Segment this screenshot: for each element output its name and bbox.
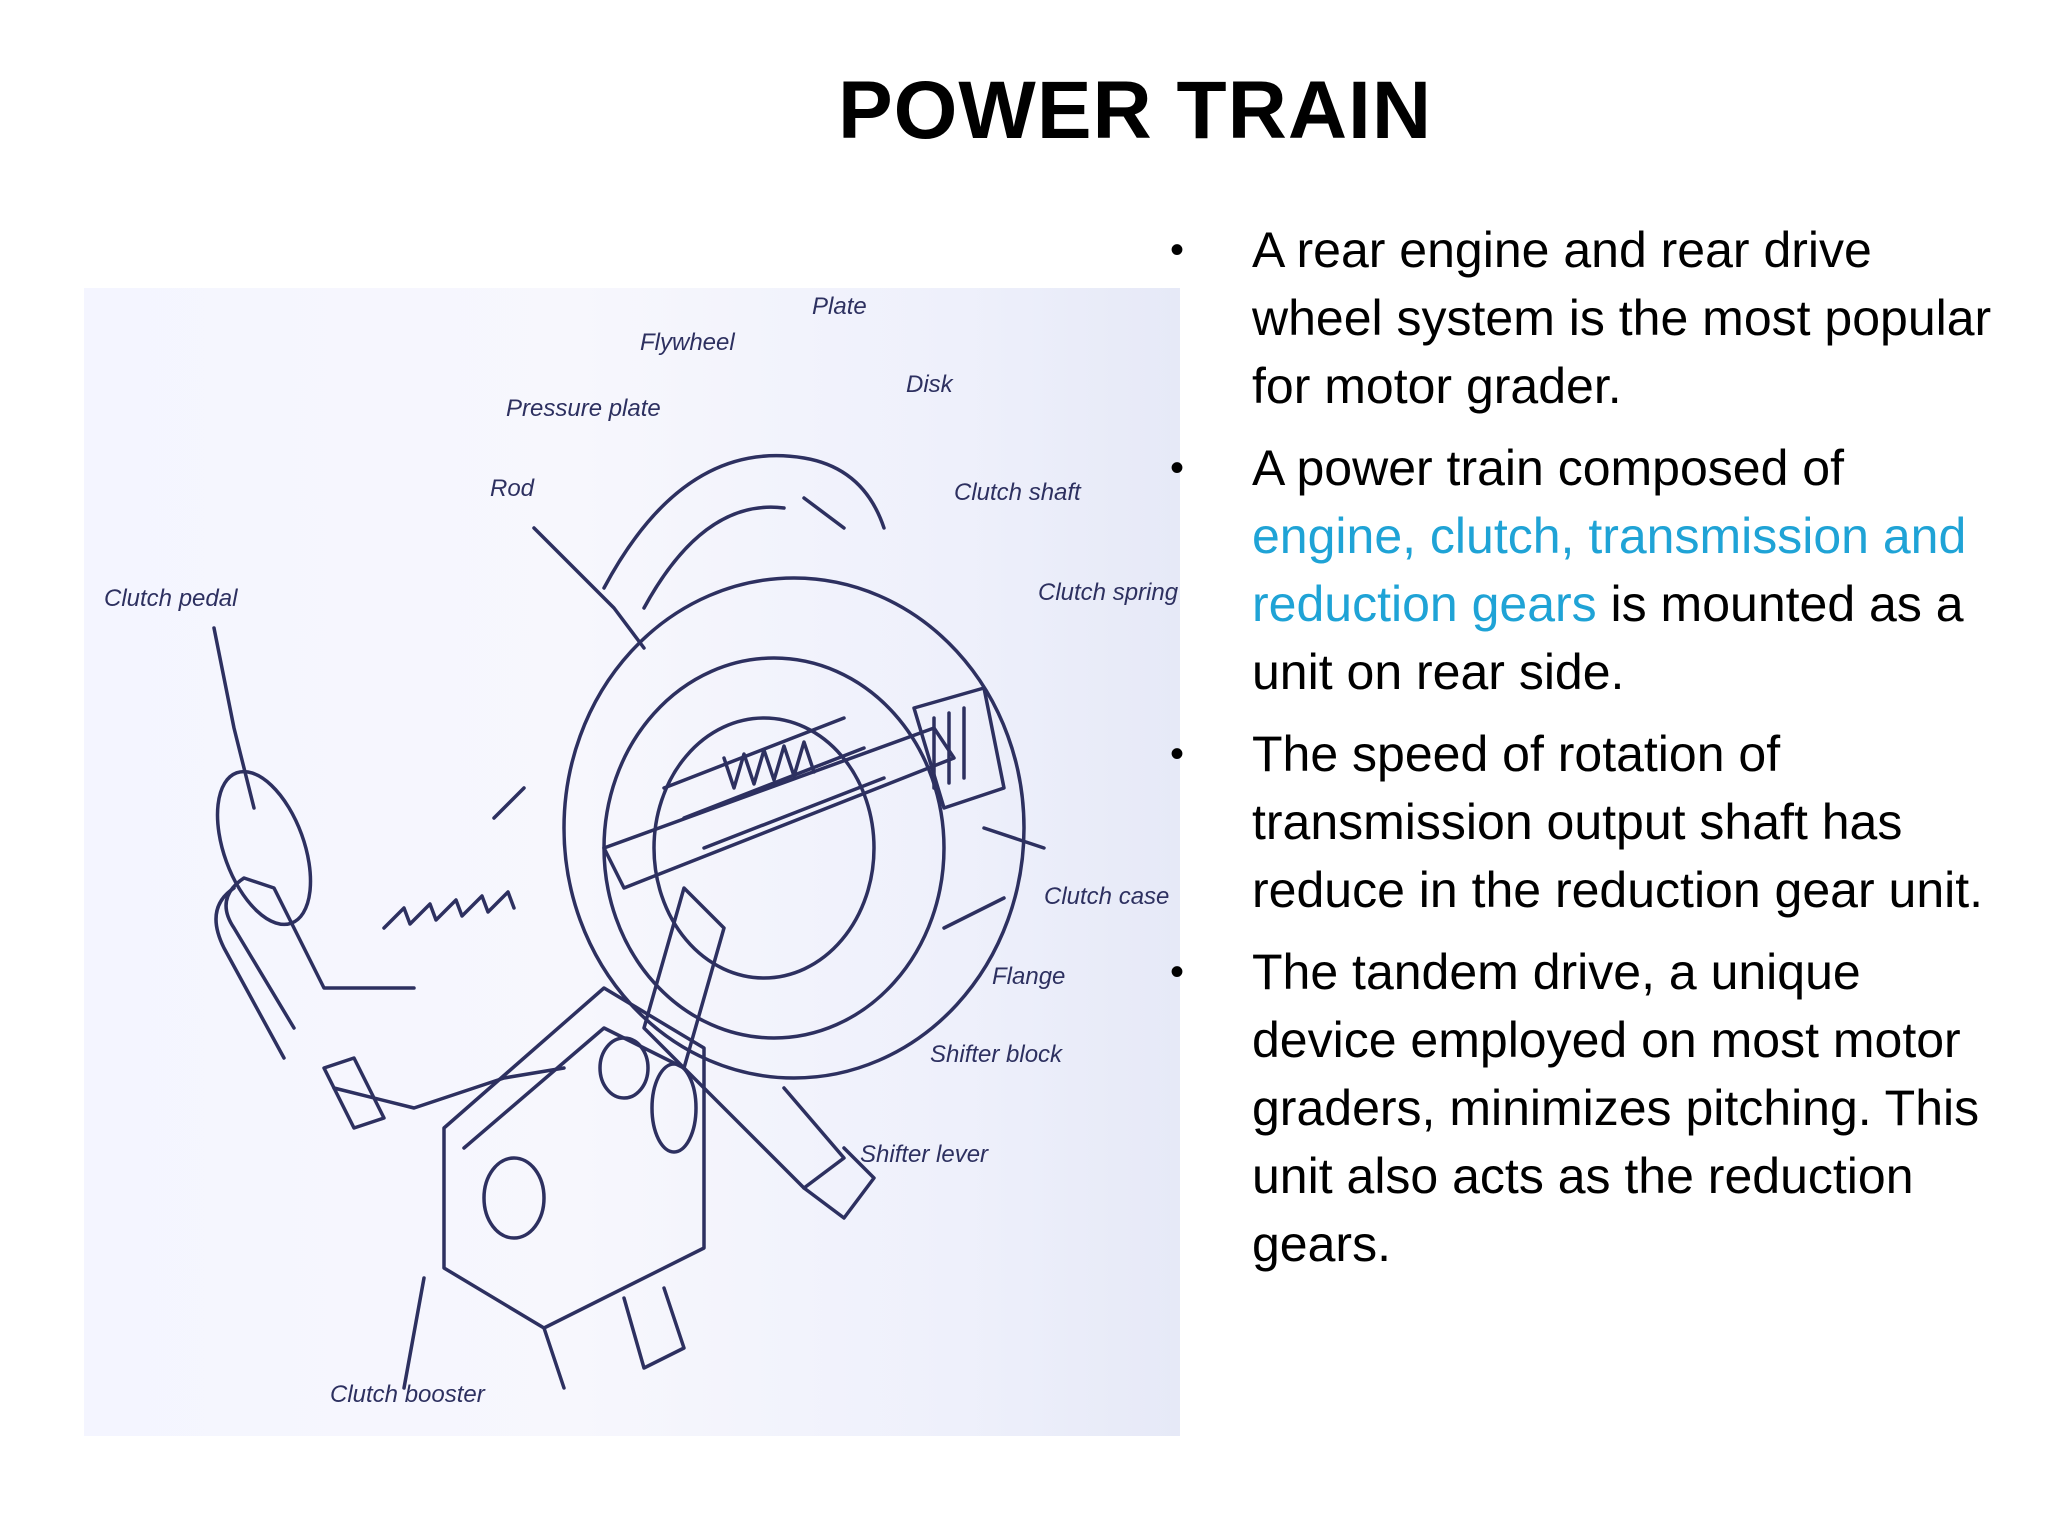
clutch-diagram: Plate Flywheel Disk Pressure plate Rod C… — [84, 288, 1180, 1436]
slide-title: POWER TRAIN — [837, 65, 1433, 156]
bullet-item: • A power train composed of engine, clutc… — [1170, 434, 2010, 706]
bullet-text: The speed of rotation of transmission ou… — [1252, 726, 1984, 918]
highlighted-components: engine, clutch, transmission and reducti… — [1252, 508, 1967, 632]
label-clutch-case: Clutch case — [1044, 883, 1169, 910]
label-clutch-shaft: Clutch shaft — [954, 479, 1082, 506]
bullet-item: • The speed of rotation of transmission o… — [1170, 720, 2010, 924]
bullet-text: The tandem drive, a unique device employ… — [1252, 944, 1980, 1272]
bullet-dot: • — [1170, 950, 1185, 994]
label-clutch-pedal: Clutch pedal — [104, 585, 238, 612]
bullet-dot: • — [1170, 732, 1185, 776]
clutch-drawing: Plate Flywheel Disk Pressure plate Rod C… — [104, 293, 1179, 1408]
bullet-text: A power train composed of — [1252, 440, 1844, 496]
label-clutch-spring: Clutch spring — [1038, 579, 1179, 606]
label-shifter-block: Shifter block — [930, 1041, 1064, 1068]
label-shifter-lever: Shifter lever — [860, 1141, 989, 1168]
bullet-item: • The tandem drive, a unique device emplo… — [1170, 938, 2010, 1278]
label-plate: Plate — [812, 293, 867, 320]
clutch-shaft-shape — [602, 726, 956, 890]
label-rod: Rod — [490, 475, 535, 502]
bullet-dot: • — [1170, 446, 1185, 490]
label-flange: Flange — [992, 963, 1065, 990]
clutch-housing — [562, 576, 1026, 1080]
label-pressure-plate: Pressure plate — [506, 395, 661, 422]
label-flywheel: Flywheel — [640, 329, 735, 356]
clutch-booster-shape — [442, 986, 706, 1330]
bullet-dot: • — [1170, 228, 1185, 272]
bullet-item: • A rear engine and rear drive wheel syst… — [1170, 216, 2010, 420]
clutch-pedal-shape — [224, 876, 416, 1030]
bullet-text: is mounted as a unit on rear side. — [1252, 576, 1964, 700]
bullet-list: • A rear engine and rear drive wheel syst… — [1170, 216, 2010, 1292]
shifter-lever-shape — [642, 886, 726, 1070]
bullet-text: A rear engine and rear drive wheel syste… — [1252, 222, 1992, 414]
label-clutch-booster: Clutch booster — [330, 1381, 486, 1408]
label-disk: Disk — [906, 371, 955, 398]
